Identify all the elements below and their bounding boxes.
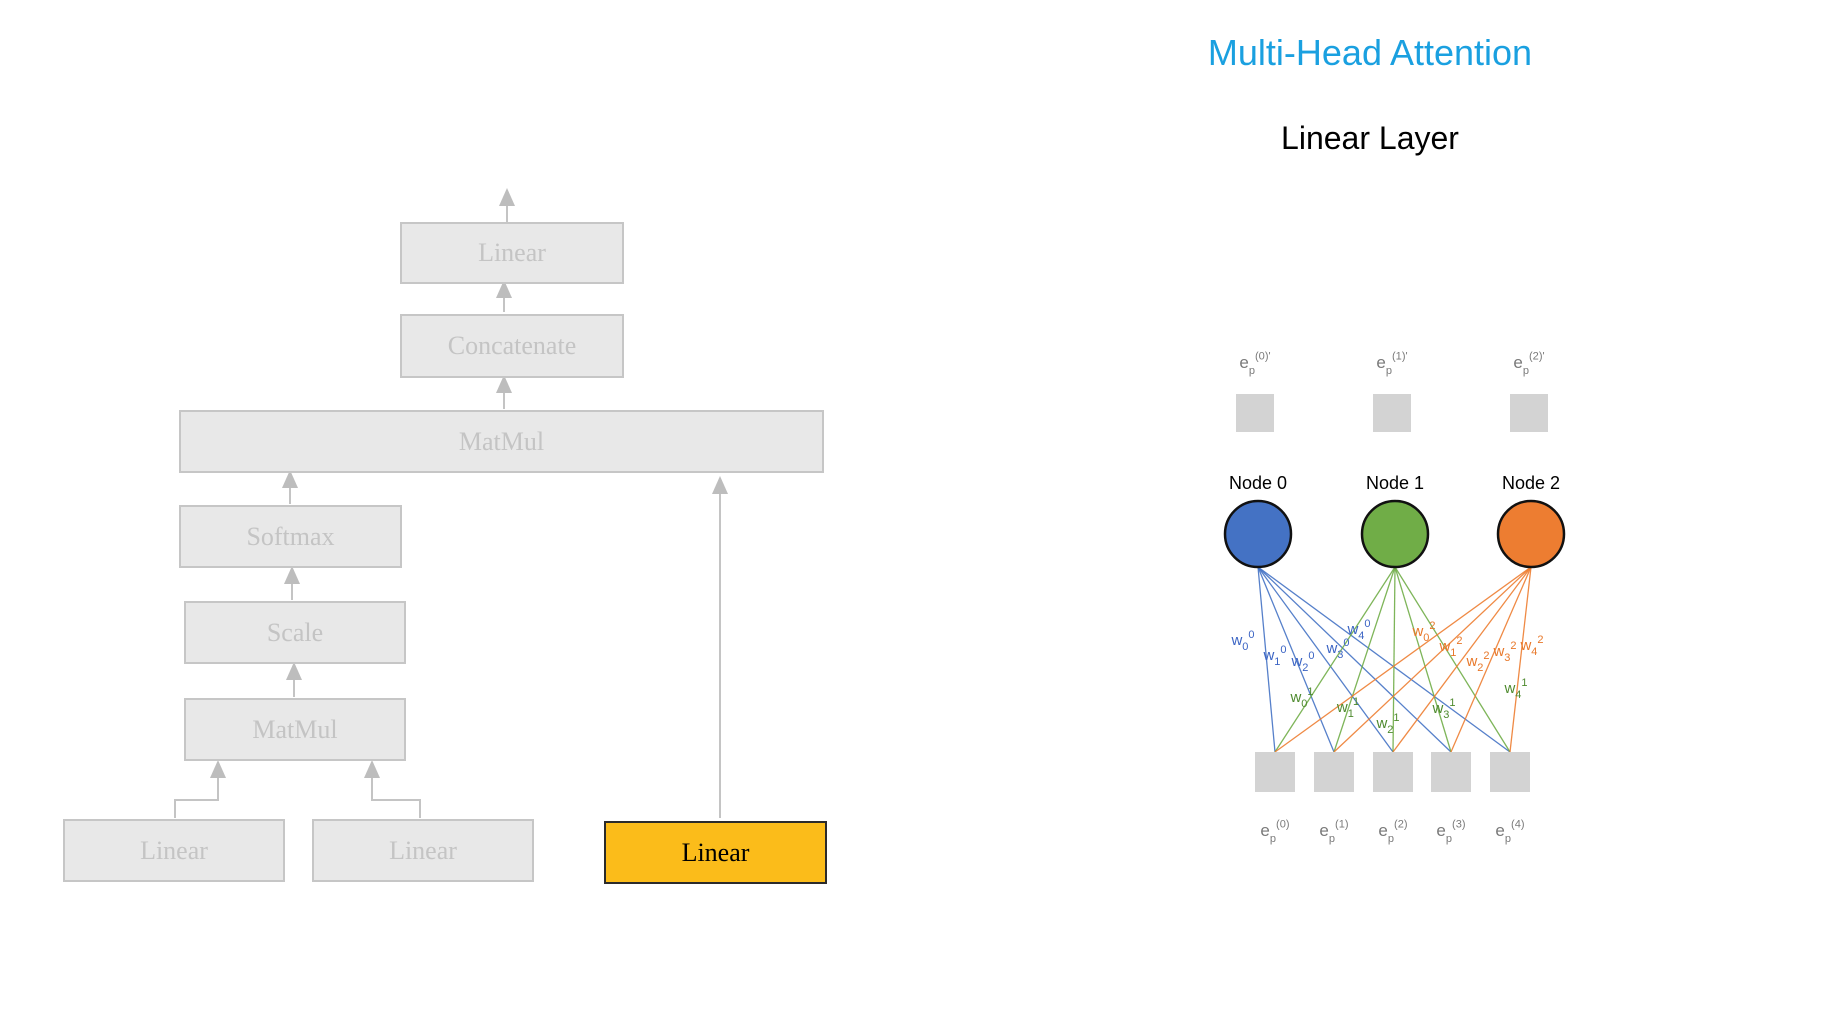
edge-node2-input4 xyxy=(1509,566,1532,753)
edge-node0-input0 xyxy=(1257,566,1276,753)
input-embedding-square-0 xyxy=(1255,752,1295,792)
weight-label-w0-0: w00 xyxy=(1230,629,1254,653)
node-0-label: Node 0 xyxy=(1229,473,1287,493)
linear-query-block[interactable]: Linear xyxy=(63,819,285,882)
weight-label-w0-1: w01 xyxy=(1289,686,1313,710)
edge-node2-input2 xyxy=(1392,566,1532,753)
output-embedding-square-2 xyxy=(1510,394,1548,432)
node-2-circle xyxy=(1496,499,1566,569)
node-1-label: Node 1 xyxy=(1366,473,1424,493)
output-embedding-square-1 xyxy=(1373,394,1411,432)
arrow-k-matmul xyxy=(364,760,421,818)
edge-node0-input1 xyxy=(1257,566,1335,753)
edge-node2-input0 xyxy=(1274,566,1532,753)
weight-label-w0-2: w02 xyxy=(1411,620,1435,644)
edge-node2-input1 xyxy=(1333,566,1532,753)
output-embedding-square-0 xyxy=(1236,394,1274,432)
arrow-q-matmul xyxy=(174,760,226,818)
node-0-circle xyxy=(1223,499,1293,569)
matmul-bottom-block[interactable]: MatMul xyxy=(184,698,406,761)
linear-value-block-highlighted[interactable]: Linear xyxy=(604,821,827,884)
input-embedding-label-0: ep(0) xyxy=(1260,819,1289,845)
input-embedding-square-1 xyxy=(1314,752,1354,792)
input-embedding-square-3 xyxy=(1431,752,1471,792)
edge-node1-input4 xyxy=(1394,566,1511,753)
input-embedding-square-2 xyxy=(1373,752,1413,792)
linear-key-block[interactable]: Linear xyxy=(312,819,534,882)
input-embedding-square-4 xyxy=(1490,752,1530,792)
linear-output-block[interactable]: Linear xyxy=(400,222,624,284)
weight-label-w3-0: w30 xyxy=(1325,637,1349,661)
edge-node1-input2 xyxy=(1392,566,1396,753)
weight-label-w3-1: w31 xyxy=(1431,697,1455,721)
weight-label-w1-1: w11 xyxy=(1336,696,1359,720)
output-embedding-label-2: ep(2)' xyxy=(1513,351,1544,377)
weight-label-w2-2: w22 xyxy=(1465,650,1489,674)
input-embedding-label-4: ep(4) xyxy=(1495,819,1524,845)
weight-label-w2-0: w20 xyxy=(1290,650,1314,674)
edge-node0-input4 xyxy=(1257,566,1511,753)
input-embedding-label-2: ep(2) xyxy=(1378,819,1407,845)
weight-label-w1-0: w10 xyxy=(1262,644,1286,668)
slide-title: Multi-Head Attention xyxy=(1207,32,1533,73)
edge-node1-input0 xyxy=(1274,566,1396,753)
linear-layer-network: ep(0)' ep(1)' ep(2)' Node 0 Node 1 Node 2 ep(0… xyxy=(1223,351,1566,845)
edge-node1-input1 xyxy=(1333,566,1396,753)
softmax-block[interactable]: Softmax xyxy=(179,505,402,568)
weight-label-w4-2: w42 xyxy=(1519,634,1543,658)
input-embedding-label-3: ep(3) xyxy=(1436,819,1465,845)
edge-node1-input3 xyxy=(1394,566,1452,753)
edge-node2-input3 xyxy=(1450,566,1532,753)
node-2-label: Node 2 xyxy=(1502,473,1560,493)
output-embedding-label-0: ep(0)' xyxy=(1239,351,1270,377)
weight-label-w3-2: w32 xyxy=(1492,640,1516,664)
slide-subtitle: Linear Layer xyxy=(1281,120,1459,156)
scale-block[interactable]: Scale xyxy=(184,601,406,664)
weight-label-w4-1: w41 xyxy=(1503,677,1527,701)
edge-node0-input2 xyxy=(1257,566,1394,753)
output-embedding-label-1: ep(1)' xyxy=(1376,351,1407,377)
weight-label-w2-1: w21 xyxy=(1375,712,1399,736)
node-1-circle xyxy=(1360,499,1430,569)
attention-connectors xyxy=(174,188,728,818)
input-embedding-label-1: ep(1) xyxy=(1319,819,1348,845)
edge-node0-input3 xyxy=(1257,566,1452,753)
concatenate-block[interactable]: Concatenate xyxy=(400,314,624,378)
matmul-top-block[interactable]: MatMul xyxy=(179,410,824,473)
weight-label-w1-2: w12 xyxy=(1438,635,1462,659)
weight-label-w4-0: w40 xyxy=(1346,618,1370,642)
